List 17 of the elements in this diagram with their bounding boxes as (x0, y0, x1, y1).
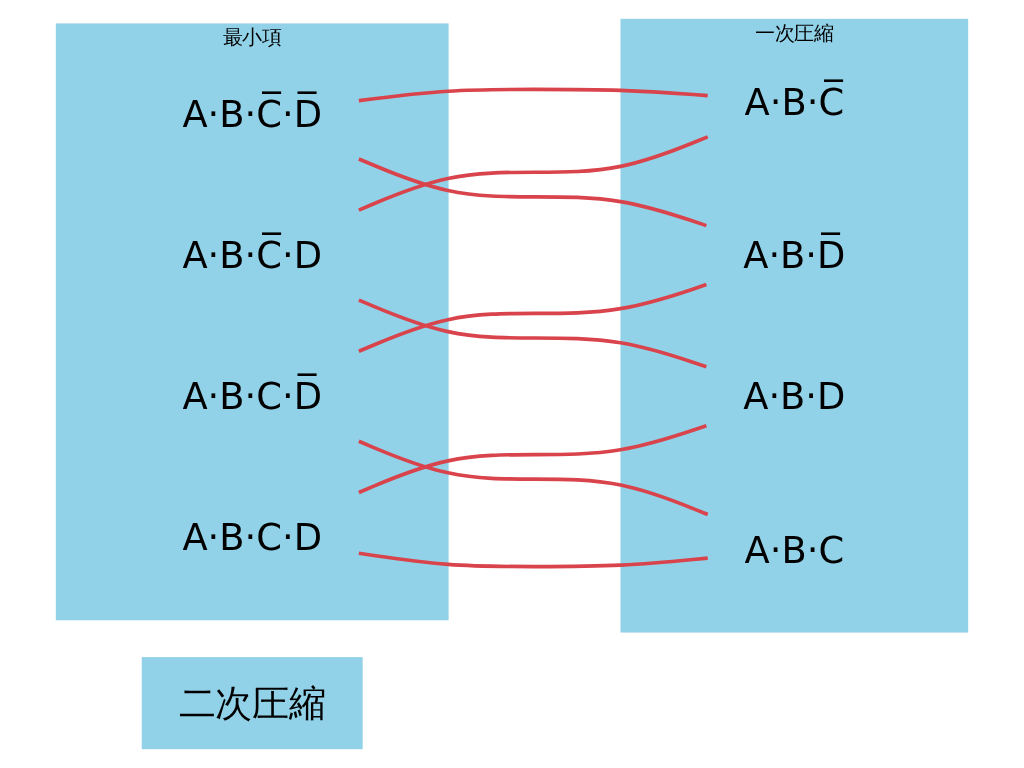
node-text: A·B·C (744, 528, 845, 572)
connector (358, 551, 708, 569)
connector (358, 439, 709, 517)
connector (358, 282, 707, 353)
node-text: A·B·C̅·D̅ (182, 92, 323, 136)
node-text: A·B·C̅ (744, 80, 845, 124)
node-box: 二次圧縮 (141, 657, 363, 750)
connector (358, 135, 709, 212)
connector (358, 87, 708, 103)
node-text: A·B·D̅ (743, 233, 846, 277)
node-text: A·B·C·D (182, 515, 323, 559)
connector (358, 157, 707, 228)
node-text: A·B·C·D̅ (182, 374, 323, 418)
connector (358, 298, 707, 369)
connector (358, 424, 707, 495)
node-text: A·B·C̅·D (182, 233, 323, 277)
node-text: A·B·D (743, 374, 846, 418)
